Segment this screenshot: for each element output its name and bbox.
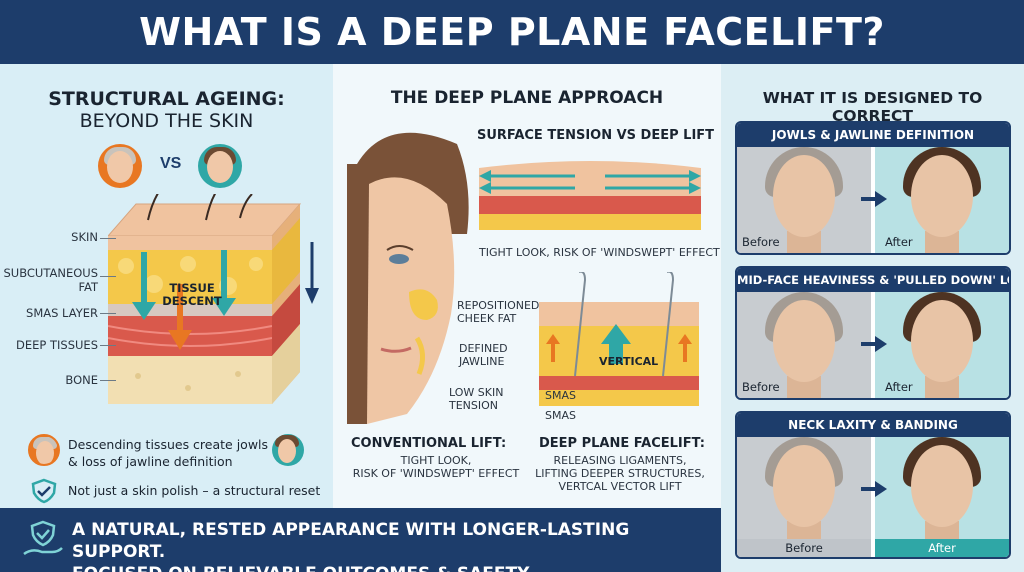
layer-label-subcutaneous-fat: SUBCUTANEOUS FAT (3, 266, 99, 294)
before-photo: Before (737, 292, 871, 398)
page-header: WHAT IS A DEEP PLANE FACELIFT? (0, 0, 1024, 64)
shield-check-icon (31, 478, 57, 504)
card-title: MID-FACE HEAVINESS & 'PULLED DOWN' LOOK (737, 268, 1009, 292)
before-label: Before (742, 380, 780, 394)
tissue-cross-section-diagram (108, 194, 302, 404)
vertical-label: VERTICAL (599, 355, 659, 368)
face-profile-illustration (347, 124, 473, 424)
structural-heading: STRUCTURAL AGEING: (48, 88, 285, 110)
structural-ageing-panel: STRUCTURAL AGEING: BEYOND THE SKIN VS (0, 64, 333, 508)
layer-label-skin: SKIN (71, 230, 98, 244)
corrections-heading: WHAT IT IS DESIGNED TO CORRECT (762, 89, 983, 125)
surface-caption: TIGHT LOOK, RISK OF 'WINDSWEPT' EFFECT (479, 246, 720, 259)
summary-banner: A NATURAL, RESTED APPEARANCE WITH LONGER… (0, 508, 721, 572)
younger-face-avatar (198, 144, 242, 188)
card-title: NECK LAXITY & BANDING (737, 413, 1009, 437)
card-mid-face-heaviness: MID-FACE HEAVINESS & 'PULLED DOWN' LOOK … (735, 266, 1011, 400)
surface-tension-diagram (479, 161, 701, 230)
after-label: After (885, 380, 913, 394)
card-title: JOWLS & JAWLINE DEFINITION (737, 123, 1009, 147)
layer-label-smas: SMAS LAYER (26, 306, 98, 320)
conventional-lift-description: TIGHT LOOK,RISK OF 'WINDSWEPT' EFFECT (352, 454, 520, 480)
bullet-structural-reset: Not just a skin polish – a structural re… (68, 483, 321, 498)
younger-face-thumbnail (272, 434, 304, 466)
card-jowls-jawline: JOWLS & JAWLINE DEFINITION Before After (735, 121, 1011, 255)
hand-shield-icon (23, 520, 63, 556)
smas-label-lower: SMAS (545, 409, 576, 422)
before-label: Before (742, 235, 780, 249)
conventional-lift-heading: CONVENTIONAL LIFT: (351, 436, 507, 451)
deep-plane-approach-panel: THE DEEP PLANE APPROACH SURFACE TENSION … (333, 64, 721, 508)
structural-subheading: BEYOND THE SKIN (79, 110, 254, 132)
approach-heading: THE DEEP PLANE APPROACH (390, 88, 664, 108)
bullet-descending-tissues: Descending tissues create jowls& loss of… (68, 437, 269, 469)
smas-label-upper: SMAS (545, 389, 576, 402)
deep-plane-description: RELEASING LIGAMENTS,LIFTING DEEPER STRUC… (535, 454, 705, 493)
layer-label-bone: BONE (65, 373, 98, 387)
before-photo: Before (737, 437, 871, 557)
banner-message: A NATURAL, RESTED APPEARANCE WITH LONGER… (72, 520, 630, 572)
after-photo: After (875, 437, 1009, 557)
older-face-avatar (98, 144, 142, 188)
after-photo: After (875, 292, 1009, 398)
deep-lift-diagram (539, 272, 699, 406)
descent-arrow-icon (305, 242, 319, 304)
arrow-right-icon (861, 481, 887, 497)
surface-vs-deep-heading: SURFACE TENSION VS DEEP LIFT (477, 128, 715, 143)
card-neck-laxity: NECK LAXITY & BANDING Before After (735, 411, 1011, 559)
before-photo: Before (737, 147, 871, 253)
arrow-right-icon (861, 191, 887, 207)
deep-plane-heading: DEEP PLANE FACELIFT: (539, 436, 705, 451)
vs-label: VS (160, 155, 182, 172)
page-title: WHAT IS A DEEP PLANE FACELIFT? (139, 10, 885, 54)
after-label: After (885, 235, 913, 249)
after-label: After (875, 539, 1009, 557)
corrections-panel: WHAT IT IS DESIGNED TO CORRECT JOWLS & J… (721, 64, 1024, 572)
after-photo: After (875, 147, 1009, 253)
older-face-thumbnail (28, 434, 60, 466)
layer-label-deep-tissues: DEEP TISSUES (16, 338, 98, 352)
before-label: Before (737, 539, 871, 557)
arrow-right-icon (861, 336, 887, 352)
